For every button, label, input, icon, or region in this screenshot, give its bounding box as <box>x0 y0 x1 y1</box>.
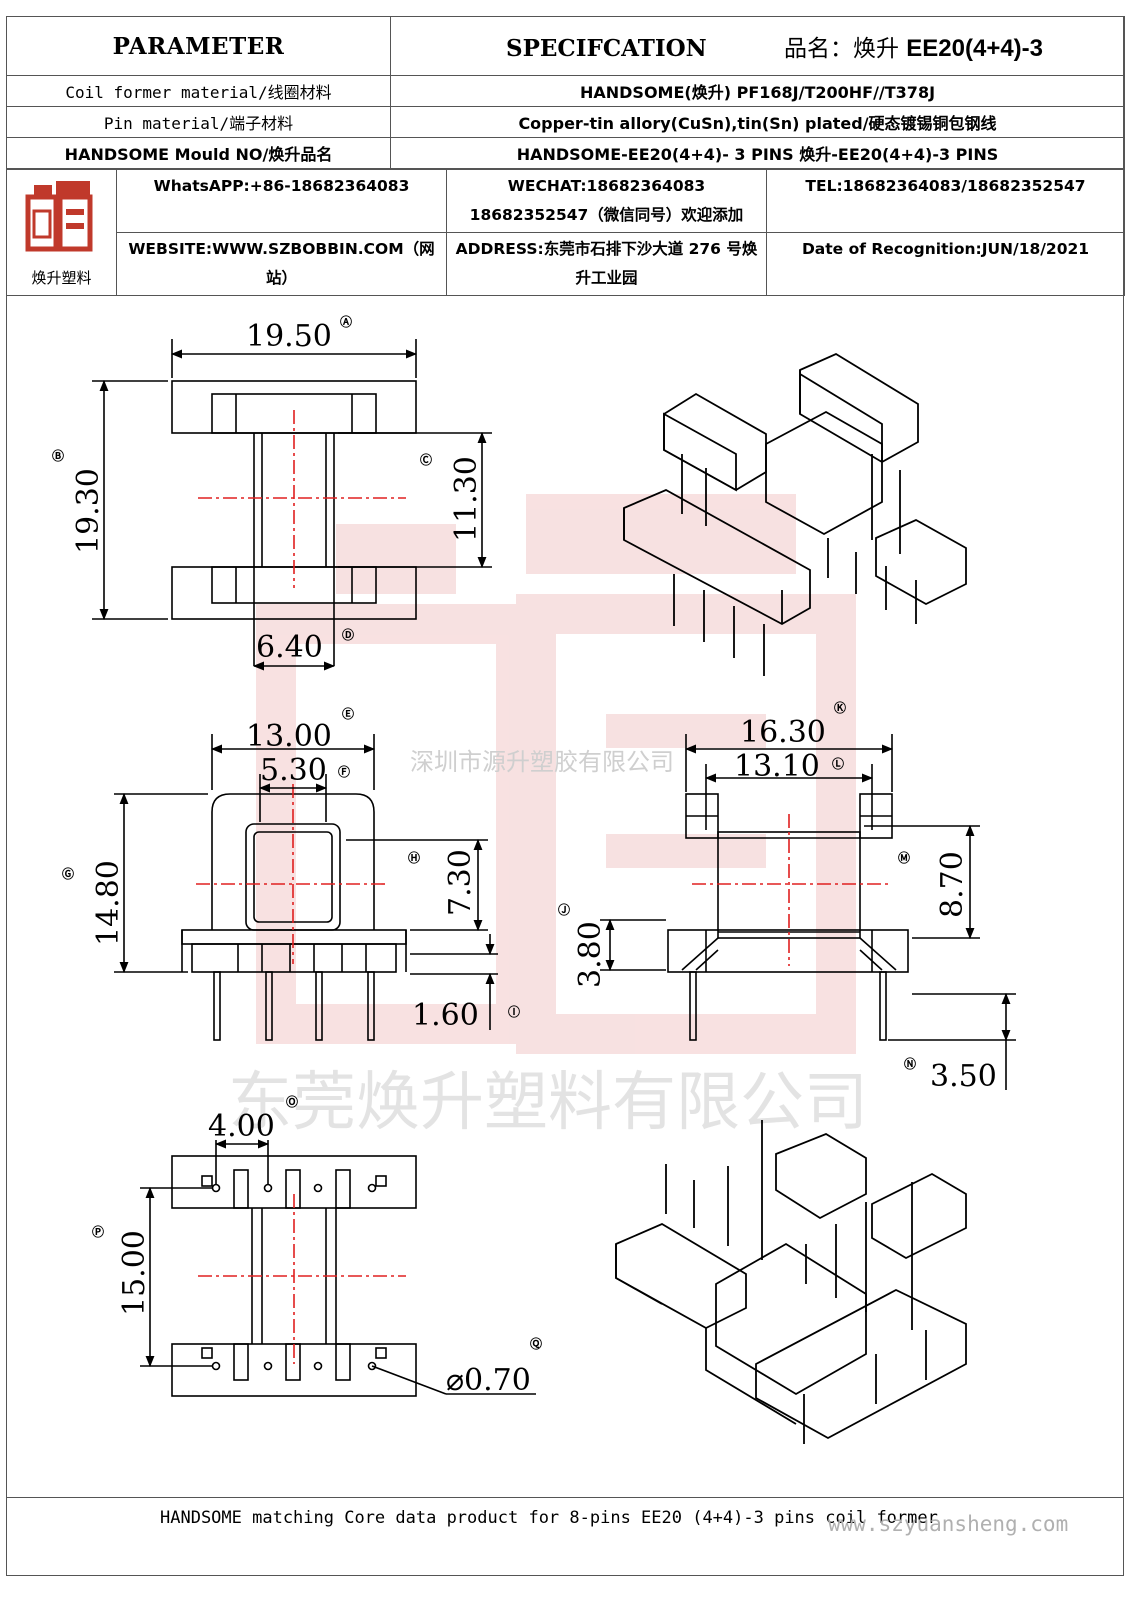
parameter-heading: PARAMETER <box>6 16 391 76</box>
marker-o: Ⓞ <box>286 1094 298 1109</box>
marker-k: Ⓚ <box>834 700 846 715</box>
wechat: WECHAT:18682364083 18682352547（微信同号）欢迎添加 <box>446 169 767 233</box>
marker-n: Ⓝ <box>904 1056 916 1071</box>
front-view <box>181 784 407 1041</box>
dim-i: 1.60 <box>412 998 479 1033</box>
marker-d: Ⓓ <box>342 627 354 642</box>
top-view <box>171 380 417 620</box>
address: ADDRESS:东莞市石排下沙大道 276 号焕升工业园 <box>446 232 767 296</box>
specification-heading: SPECIFCATION 品名：焕升 EE20(4+4)-3 <box>390 16 1125 76</box>
marker-h: Ⓗ <box>408 850 420 865</box>
product-name: EE20(4+4)-3 <box>906 35 1044 62</box>
logo-seal-icon <box>25 180 92 251</box>
pin-material-value: Copper-tin allory(CuSn),tin(Sn) plated/硬… <box>390 106 1125 138</box>
marker-f: Ⓕ <box>338 764 350 779</box>
marker-a: Ⓐ <box>340 314 352 329</box>
website: WEBSITE:WWW.SZBOBBIN.COM（网站） <box>116 232 447 296</box>
product-label: 品名：焕升 <box>783 36 899 62</box>
dim-a: 19.50 <box>246 319 332 354</box>
dim-q: ⌀0.70 <box>446 1363 531 1398</box>
company-logo: 焕升塑料 <box>6 169 117 296</box>
footer: HANDSOME matching Core data product for … <box>6 1497 1124 1538</box>
side-view <box>667 793 909 1041</box>
marker-q: Ⓠ <box>530 1336 542 1351</box>
coil-material-value: HANDSOME(焕升) PF168J/T200HF//T378J <box>390 75 1125 107</box>
mould-no-value: HANDSOME-EE20(4+4)- 3 PINS 焕升-EE20(4+4)-… <box>390 137 1125 169</box>
dim-f: 5.30 <box>260 753 327 788</box>
pin-material-label: Pin material/端子材料 <box>6 106 391 138</box>
marker-m: Ⓜ <box>898 850 910 865</box>
dim-j: 3.80 <box>573 921 608 988</box>
watermark-company-small: 深圳市源升塑胶有限公司 <box>410 748 674 776</box>
isometric-view-bottom <box>615 1120 967 1444</box>
dim-m: 8.70 <box>935 851 970 918</box>
footer-url: www.szyuansheng.com <box>828 1512 1069 1536</box>
marker-l: Ⓛ <box>832 756 844 771</box>
dim-e: 13.00 <box>246 719 332 754</box>
dim-o: 4.00 <box>208 1109 275 1144</box>
marker-j: Ⓙ <box>558 902 570 917</box>
recognition-date: Date of Recognition:JUN/18/2021 <box>766 232 1125 296</box>
dim-g: 14.80 <box>91 860 126 946</box>
marker-i: Ⓘ <box>508 1004 520 1019</box>
dim-c: 11.30 <box>449 456 484 542</box>
logo-text: 焕升塑料 <box>31 268 92 287</box>
footer-text: HANDSOME matching Core data product for … <box>160 1508 938 1528</box>
spec-header: PARAMETER SPECIFCATION 品名：焕升 EE20(4+4)-3… <box>6 16 1125 169</box>
dim-h: 7.30 <box>443 849 478 916</box>
telephone: TEL:18682364083/18682352547 <box>766 169 1125 233</box>
dim-k: 16.30 <box>740 715 826 750</box>
marker-e: Ⓔ <box>342 706 354 721</box>
mould-no-label: HANDSOME Mould NO/焕升品名 <box>6 137 391 169</box>
isometric-view-top <box>623 352 967 676</box>
marker-c: Ⓒ <box>420 452 432 467</box>
marker-g: Ⓖ <box>62 866 74 881</box>
whatsapp: WhatsAPP:+86-18682364083 <box>116 169 447 233</box>
marker-p: Ⓟ <box>92 1224 104 1239</box>
dim-b: 19.30 <box>71 468 106 554</box>
dim-p: 15.00 <box>117 1230 152 1316</box>
marker-b: Ⓑ <box>52 448 64 463</box>
coil-material-label: Coil former material/线圈材料 <box>6 75 391 107</box>
watermark-company-large: 东莞焕升塑料有限公司 <box>228 1066 868 1140</box>
dim-d: 6.40 <box>256 630 323 665</box>
technical-drawing: 深圳市源升塑胶有限公司 东莞焕升塑料有限公司 <box>52 314 1016 1444</box>
contact-block: 焕升塑料 WhatsAPP:+86-18682364083 WECHAT:186… <box>6 169 1125 296</box>
bottom-view <box>171 1155 417 1397</box>
dim-n: 3.50 <box>930 1059 997 1094</box>
dimension-labels: 19.50 Ⓐ 19.30 Ⓑ 11.30 Ⓒ 6.40 Ⓓ 13.00 Ⓔ 5… <box>52 314 997 1398</box>
drawing-area: 深圳市源升塑胶有限公司 东莞焕升塑料有限公司 <box>6 294 1124 1496</box>
dim-l: 13.10 <box>734 749 820 784</box>
